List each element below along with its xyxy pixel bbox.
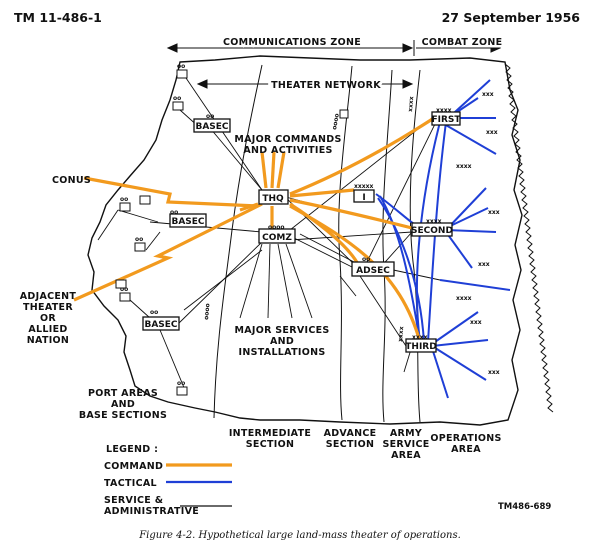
node-boxes [142,111,461,353]
adjacent-line-3: OR [40,313,56,324]
adjacent-line-2: THEATER [23,302,73,313]
tactical-network [375,79,511,399]
operations-area-line-1: OPERATIONS [430,433,501,444]
installation-marks: oo oo oo oo oo oo oo oo oo oooo oo xxxx … [120,63,500,387]
svg-text:xxxx: xxxx [407,96,415,112]
advance-section-line-2: SECTION [326,439,374,450]
adjacent-line-1: ADJACENT [20,291,77,302]
corps-mark: xxxxx [354,183,373,190]
svg-text:oo: oo [177,380,185,387]
svg-text:xxx: xxx [478,261,490,268]
installation-boxes [115,69,349,396]
port-areas-line-2: AND [111,399,135,410]
legend-command-label: COMMAND [104,461,163,472]
major-commands-line-2: AND ACTIVITIES [243,145,332,156]
adjacent-line-4: ALLIED [28,324,67,335]
legend: LEGEND : COMMAND TACTICAL SERVICE & ADMI… [104,444,232,517]
major-commands-line-1: MAJOR COMMANDS [234,134,341,145]
major-services-line-2: AND [270,336,294,347]
service-network [97,77,441,391]
legend-title: LEGEND : [106,444,158,455]
svg-text:xxxx: xxxx [456,163,472,170]
intermediate-section-line-2: SECTION [246,439,294,450]
army-service-line-1: ARMY [390,428,422,439]
third-mark: xxxx [412,334,428,341]
svg-text:oo: oo [173,95,181,102]
basec-node-3: BASEC [144,320,177,330]
second-army-node: SECOND [411,226,453,236]
major-services-line-1: MAJOR SERVICES [234,325,329,336]
svg-text:xxx: xxx [486,129,498,136]
legend-tactical-label: TACTICAL [104,478,157,489]
second-mark: xxxx [426,218,442,225]
theater-network-label: THEATER NETWORK [271,80,381,91]
basec-mark-2: oo [170,209,178,216]
zone-rulers [166,40,502,89]
conus-label: CONUS [52,175,91,186]
first-mark: xxxx [436,107,452,114]
port-areas-line-3: BASE SECTIONS [79,410,167,421]
comz-mark: oooo [268,224,285,231]
command-network [73,116,435,343]
operations-area-line-2: AREA [451,444,481,455]
basec-node-2: BASEC [171,217,204,227]
basec-mark-1: oo [206,113,214,120]
thq-node: THQ [262,194,284,204]
section-boundaries [213,64,421,423]
svg-text:oo: oo [120,286,128,293]
figure-caption: Figure 4-2. Hypothetical large land-mass… [139,530,461,541]
svg-text:xxx: xxx [482,91,494,98]
adsec-node: ADSEC [356,266,390,276]
svg-text:oooo: oooo [203,303,211,320]
legend-service-label-2: ADMINISTRATIVE [104,506,199,517]
first-army-node: FIRST [431,115,461,125]
svg-text:xxxx: xxxx [397,326,405,342]
army-service-line-3: AREA [391,450,421,461]
port-areas-line-1: PORT AREAS [88,388,158,399]
intermediate-section-line-1: INTERMEDIATE [229,428,311,439]
doc-number: TM 11-486-1 [14,10,102,25]
basec-node-1: BASEC [195,122,228,132]
communications-zone-label: COMMUNICATIONS ZONE [223,37,361,48]
svg-text:oooo: oooo [331,113,341,130]
front-line [504,63,554,413]
army-service-line-2: SERVICE [382,439,429,450]
corps-node: I [362,193,365,203]
third-army-node: THIRD [405,342,436,352]
combat-zone-label: COMBAT ZONE [422,37,503,48]
svg-text:xxxx: xxxx [456,295,472,302]
figure-code: TM486-689 [498,502,551,512]
svg-text:oo: oo [177,63,185,70]
adjacent-line-5: NATION [27,335,69,346]
doc-date: 27 September 1956 [441,10,580,25]
svg-text:oo: oo [135,236,143,243]
svg-text:xxx: xxx [488,209,500,216]
advance-section-line-1: ADVANCE [324,428,377,439]
legend-service-label-1: SERVICE & [104,495,163,506]
basec-mark-3: oo [150,309,158,316]
major-services-line-3: INSTALLATIONS [239,347,326,358]
adsec-mark: oo [362,256,370,263]
svg-text:xxx: xxx [470,319,482,326]
comz-node: COMZ [262,233,292,243]
svg-text:xxx: xxx [488,369,500,376]
svg-text:oo: oo [120,196,128,203]
boundary-marks: oooo oooo xxxx xxxx [203,96,415,342]
